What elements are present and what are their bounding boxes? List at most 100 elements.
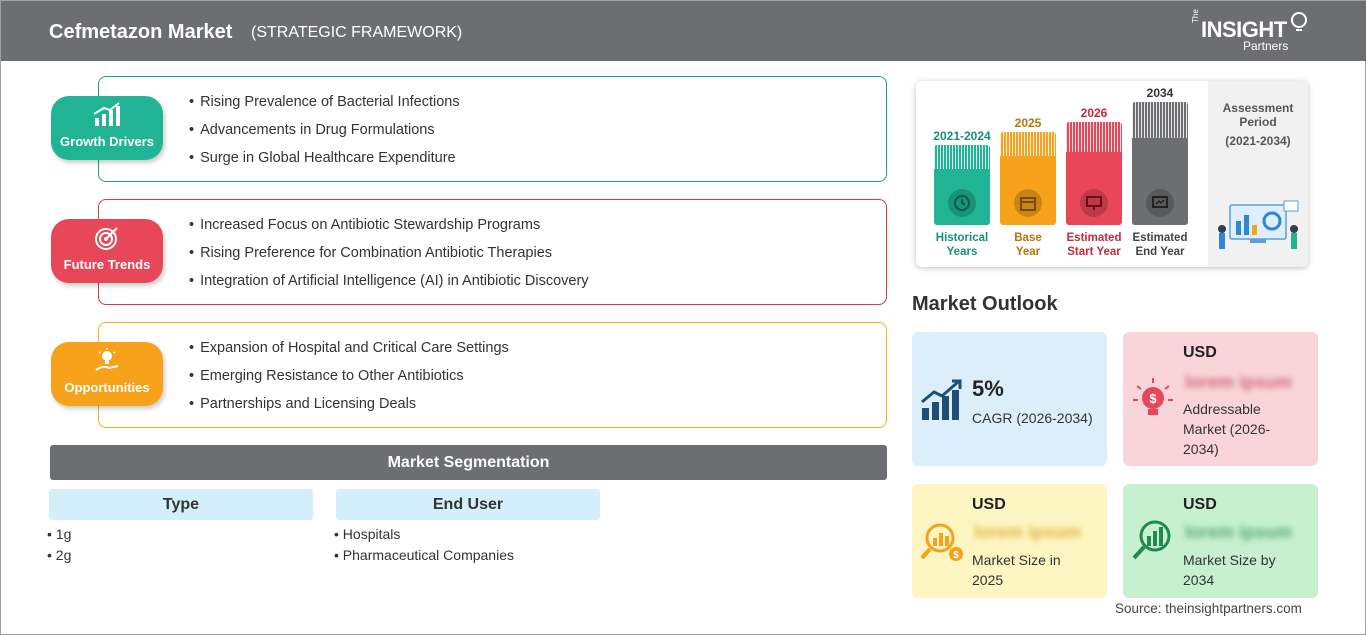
label-line: 2034 <box>1183 572 1215 588</box>
analytics-illustration-icon <box>1218 200 1299 249</box>
magnifier-chart-icon: $ <box>920 523 963 561</box>
logo-bulb-icon <box>1291 12 1307 31</box>
opportunities-list: Expansion of Hospital and Critical Care … <box>189 340 509 424</box>
timeline-year: 2034 <box>1146 86 1174 100</box>
assessment-period: (2021-2034) <box>1225 134 1291 148</box>
list-item: Pharmaceutical Companies <box>334 547 600 568</box>
list-item: Surge in Global Healthcare Expenditure <box>189 150 460 178</box>
insight-partners-logo[interactable]: The INSIGHT Partners <box>1189 9 1319 55</box>
source-link[interactable]: Source: theinsightpartners.com <box>1115 601 1302 616</box>
svg-text:$: $ <box>953 550 959 561</box>
opportunities-section: Opportunities Expansion of Hospital and … <box>49 322 889 430</box>
label-line: Addressable <box>1183 401 1261 417</box>
calendar-icon <box>1014 189 1042 217</box>
cagr-value: 5% <box>972 376 1004 401</box>
segment-end-user: End User Hospitals Pharmaceutical Compan… <box>336 489 600 568</box>
size-2034-label: Market Size by 2034 <box>1183 550 1313 590</box>
history-icon <box>948 189 976 217</box>
growth-drivers-badge: Growth Drivers <box>51 96 163 160</box>
future-trends-badge: Future Trends <box>51 219 163 283</box>
timeline-bar <box>1066 122 1122 225</box>
future-trends-label: Future Trends <box>63 257 151 272</box>
future-trends-list: Increased Focus on Antibiotic Stewardshi… <box>189 217 589 301</box>
list-item: Advancements in Drug Formulations <box>189 122 460 150</box>
target-icon <box>51 225 163 251</box>
caption-line: Year <box>1015 246 1041 258</box>
list-item: 1g <box>47 526 313 547</box>
size-2025-currency: USD <box>972 496 1006 513</box>
timeline-bar <box>1132 102 1188 225</box>
size-2025-value-blurred: lorem ipsum <box>974 522 1082 542</box>
list-item: Hospitals <box>334 526 600 547</box>
cagr-card: 5% CAGR (2026-2034) <box>912 332 1107 466</box>
list-item: Expansion of Hospital and Critical Care … <box>189 340 509 368</box>
label-line: Market (2026- <box>1183 421 1271 437</box>
segment-type-header: Type <box>49 489 313 520</box>
list-item: Rising Prevalence of Bacterial Infection… <box>189 94 460 122</box>
list-item: 2g <box>47 547 313 568</box>
growth-drivers-list: Rising Prevalence of Bacterial Infection… <box>189 94 460 178</box>
segment-type-list: 1g 2g <box>47 526 313 568</box>
label-line: Market Size in <box>972 552 1061 568</box>
caption-line: Historical <box>935 232 989 244</box>
cagr-label: CAGR (2026-2034) <box>972 410 1093 426</box>
magnifier-growth-icon <box>1132 520 1171 560</box>
label-line: Market Size by <box>1183 552 1276 568</box>
assessment-title-line: Assessment <box>1222 101 1294 115</box>
caption-line: Estimated <box>1132 232 1188 244</box>
list-item: Emerging Resistance to Other Antibiotics <box>189 368 509 396</box>
monitor-chart-icon <box>1146 189 1174 217</box>
caption-line: End Year <box>1135 246 1185 258</box>
caption-line: Estimated <box>1066 232 1122 244</box>
presentation-icon <box>1080 189 1108 217</box>
page-title: Cefmetazon Market <box>49 21 233 43</box>
list-item: Rising Preference for Combination Antibi… <box>189 245 589 273</box>
size-2034-currency: USD <box>1183 496 1217 513</box>
bar-growth-icon <box>921 379 962 420</box>
opportunities-label: Opportunities <box>64 380 150 395</box>
timeline-year: 2025 <box>1014 116 1042 130</box>
caption-line: Base <box>1014 232 1042 244</box>
segment-type: Type 1g 2g <box>49 489 313 568</box>
list-item: Partnerships and Licensing Deals <box>189 396 509 424</box>
assessment-title-line: Period <box>1239 115 1277 129</box>
lightbulb-hand-icon <box>51 348 163 374</box>
size-2034-value-blurred: lorem ipsum <box>1185 522 1293 542</box>
timeline-bar <box>1000 132 1056 225</box>
market-size-2025-card: $ USD lorem ipsum Market Size in 2025 <box>912 484 1107 598</box>
growth-drivers-section: Growth Drivers Rising Prevalence of Bact… <box>49 76 889 184</box>
caption-line: Years <box>946 246 978 258</box>
lightbulb-dollar-icon: $ <box>1133 378 1173 415</box>
opportunities-badge: Opportunities <box>51 342 163 406</box>
market-size-2034-card: USD lorem ipsum Market Size by 2034 <box>1123 484 1318 598</box>
addressable-currency: USD <box>1183 344 1217 361</box>
logo-the: The <box>1191 9 1200 23</box>
future-trends-section: Future Trends Increased Focus on Antibio… <box>49 199 889 307</box>
page-subtitle: (STRATEGIC FRAMEWORK) <box>251 24 463 41</box>
market-segmentation-header: Market Segmentation <box>50 445 887 480</box>
label-line: 2034) <box>1183 441 1219 457</box>
caption-line: Start Year <box>1067 246 1121 258</box>
segment-end-user-list: Hospitals Pharmaceutical Companies <box>334 526 600 568</box>
addressable-value-blurred: lorem ipsum <box>1185 372 1293 392</box>
timeline-year: 2026 <box>1080 106 1108 120</box>
growth-chart-icon <box>51 102 163 128</box>
segment-end-user-header: End User <box>336 489 600 520</box>
logo-insight: INSIGHT <box>1201 17 1287 42</box>
timeline-year: 2021-2024 <box>933 129 991 143</box>
header-bar: Cefmetazon Market (STRATEGIC FRAMEWORK) … <box>1 1 1366 61</box>
growth-drivers-label: Growth Drivers <box>60 134 154 149</box>
list-item: Increased Focus on Antibiotic Stewardshi… <box>189 217 589 245</box>
timeline-bar <box>934 145 990 225</box>
label-line: 2025 <box>972 572 1004 588</box>
svg-text:$: $ <box>1149 391 1157 406</box>
